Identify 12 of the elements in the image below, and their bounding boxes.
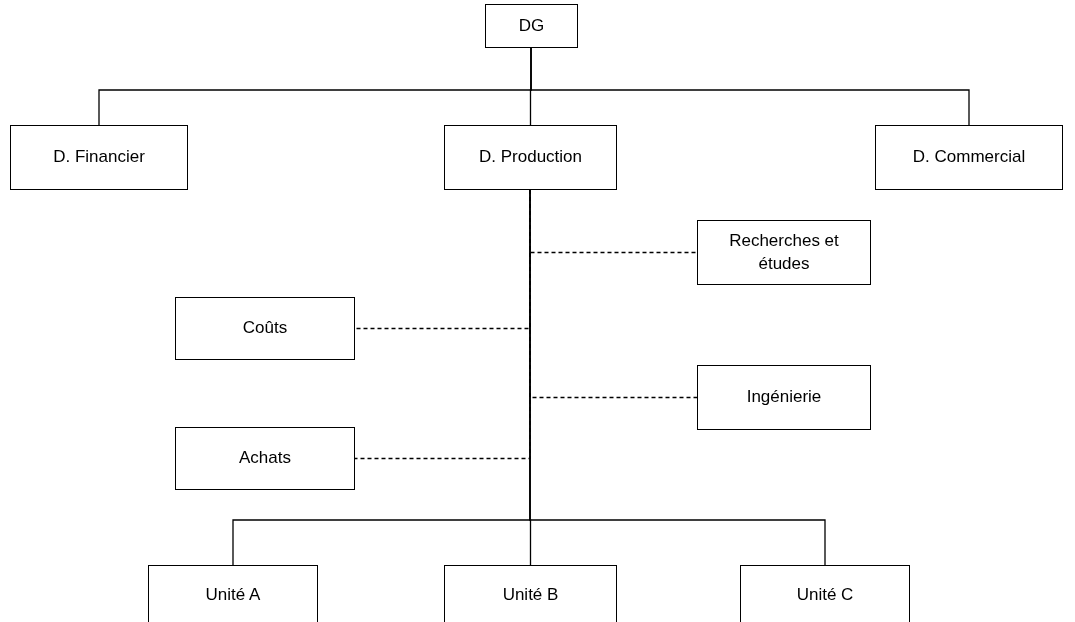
- org-box: D. Financier: [10, 125, 188, 190]
- org-box: Ingénierie: [697, 365, 871, 430]
- connector-line: [530, 47, 970, 126]
- org-box: DG: [485, 4, 578, 48]
- org-box: Recherches et études: [697, 220, 871, 285]
- org-box: D. Production: [444, 125, 617, 190]
- org-box: D. Commercial: [875, 125, 1063, 190]
- org-box: Coûts: [175, 297, 355, 360]
- org-box: Unité A: [148, 565, 318, 622]
- org-box: Unité C: [740, 565, 910, 622]
- org-box: Unité B: [444, 565, 617, 622]
- org-box: Achats: [175, 427, 355, 490]
